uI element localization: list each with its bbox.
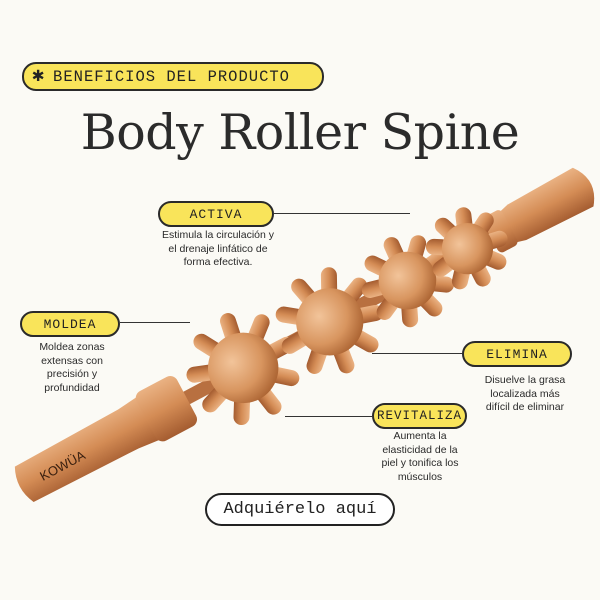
callout-line bbox=[285, 416, 372, 417]
benefit-activa-label: ACTIVA bbox=[158, 201, 274, 227]
ball-core bbox=[378, 251, 437, 310]
benefit-revitaliza-label: REVITALIZA bbox=[372, 403, 467, 429]
spiky-ball bbox=[425, 207, 508, 290]
benefits-badge: ✱ BENEFICIOS DEL PRODUCTO bbox=[22, 62, 324, 91]
ball-core bbox=[296, 288, 364, 356]
callout-line bbox=[372, 353, 462, 354]
badge-label: BENEFICIOS DEL PRODUCTO bbox=[53, 67, 290, 86]
left-collar bbox=[135, 376, 198, 442]
right-handle bbox=[496, 167, 595, 244]
callout-line bbox=[274, 213, 410, 214]
spiky-ball bbox=[186, 313, 300, 426]
spiky-ball bbox=[275, 267, 384, 374]
buy-now-button[interactable]: Adquiérelo aquí bbox=[205, 493, 395, 526]
asterisk-flower-icon: ✱ bbox=[32, 64, 46, 88]
benefit-moldea-label: MOLDEA bbox=[20, 311, 120, 337]
left-handle bbox=[14, 387, 176, 502]
benefit-elimina-label: ELIMINA bbox=[462, 341, 572, 367]
spiky-ball bbox=[361, 235, 455, 328]
callout-line bbox=[120, 322, 190, 323]
ball-core bbox=[207, 332, 279, 404]
ball-core bbox=[441, 223, 494, 275]
page-title: Body Roller Spine bbox=[80, 104, 520, 161]
